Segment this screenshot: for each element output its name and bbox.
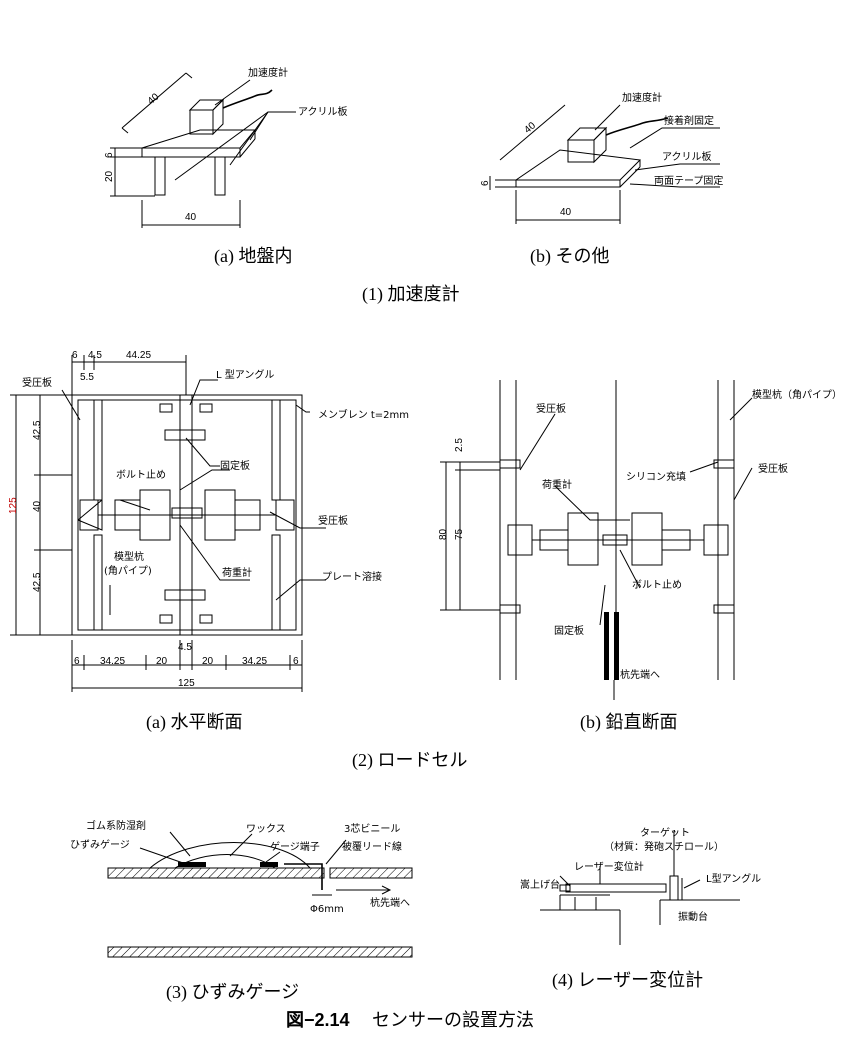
la-fixplate-label: 固定板 bbox=[220, 459, 250, 472]
strain-dia-label: Φ6mm bbox=[310, 904, 344, 915]
accel-b-sensor-label: 加速度計 bbox=[622, 91, 662, 104]
accel-b-glue-label: 接着剤固定 bbox=[664, 114, 714, 127]
la-weld-label: プレート溶接 bbox=[322, 570, 382, 583]
lb-dim-20a: 20 bbox=[156, 656, 168, 667]
la-plate2-label: 受圧板 bbox=[318, 514, 348, 527]
laser-drawing bbox=[540, 830, 740, 945]
accel-b-dim-bottom: 40 bbox=[560, 207, 572, 218]
strain-tip-label: 杭先端へ bbox=[370, 896, 410, 909]
accel-a-caption: (a) 地盤内 bbox=[214, 246, 292, 267]
laser-material-label: （材質：発砲スチロール） bbox=[604, 840, 724, 853]
lb-dim-6a: 6 bbox=[74, 656, 80, 667]
accel-a-dim-20: 20 bbox=[104, 170, 115, 182]
lb-dim-34.25a: 34.25 bbox=[100, 656, 125, 667]
lbv-fixplate-label: 固定板 bbox=[554, 624, 584, 637]
loadcell-a-caption: (a) 水平断面 bbox=[146, 712, 242, 733]
lb-dim-20b: 20 bbox=[202, 656, 214, 667]
accel-a-sensor-label: 加速度計 bbox=[248, 66, 288, 79]
lb-dim-4.5: 4.5 bbox=[178, 642, 192, 653]
la-dim-44.25: 44.25 bbox=[126, 350, 151, 361]
strain-vinyl-label: 3芯ビニール bbox=[344, 822, 400, 835]
lb-dim-125: 125 bbox=[178, 678, 195, 689]
loadcell-section-caption: (2) ロードセル bbox=[352, 750, 468, 771]
accel-b-drawing bbox=[489, 104, 720, 224]
la-plate1-label: 受圧板 bbox=[22, 376, 52, 389]
lbv-silicon-label: シリコン充填 bbox=[626, 470, 686, 483]
accel-b-caption: (b) その他 bbox=[530, 246, 610, 267]
loadcell-a-drawing bbox=[10, 355, 326, 692]
lb-dim-6b: 6 bbox=[293, 656, 299, 667]
la-dim-40: 40 bbox=[32, 500, 43, 512]
lbv-plate1-label: 受圧板 bbox=[536, 402, 566, 415]
la-membrane-label: メンブレン t=2mm bbox=[318, 408, 409, 421]
loadcell-b-drawing bbox=[440, 380, 753, 700]
strain-lead-label: 被覆リード線 bbox=[342, 840, 402, 853]
loadcell-a-dims: 6 4.5 44.25 5.5 42.5 40 42.5 125 6 34.25… bbox=[8, 350, 299, 689]
lb-dim-34.25b: 34.25 bbox=[242, 656, 267, 667]
strain-wax-label: ワックス bbox=[246, 823, 286, 835]
lbv-plate2-label: 受圧板 bbox=[758, 462, 788, 475]
accel-b-dim-top: 40 bbox=[522, 120, 538, 136]
la-loadcell-label: 荷重計 bbox=[222, 566, 252, 579]
strain-drawing bbox=[107, 831, 413, 958]
laser-table-label: 振動台 bbox=[678, 910, 708, 923]
lbv-pile-label: 模型杭（角パイプ） bbox=[752, 388, 842, 401]
laser-stand-label: 嵩上げ台 bbox=[520, 878, 560, 891]
figure-title: センサーの設置方法 bbox=[372, 1010, 534, 1030]
lbv-dim-75: 75 bbox=[454, 528, 465, 540]
figure-number: 図−2.14 bbox=[286, 1010, 350, 1030]
accel-b-plate-label: アクリル板 bbox=[662, 150, 712, 163]
laser-laser-label: レーザー変位計 bbox=[574, 860, 644, 873]
la-dim-42.5a: 42.5 bbox=[32, 420, 43, 440]
la-dim-42.5b: 42.5 bbox=[32, 572, 43, 592]
la-pile-label: 模型杭 bbox=[114, 550, 144, 563]
accel-a-drawing bbox=[110, 72, 296, 228]
la-dim-4.5: 4.5 bbox=[88, 350, 102, 361]
loadcell-b-caption: (b) 鉛直断面 bbox=[580, 712, 678, 733]
laser-caption: (4) レーザー変位計 bbox=[552, 970, 703, 991]
la-pile2-label: (角パイプ) bbox=[104, 565, 152, 577]
accel-a-dim-bottom: 40 bbox=[185, 212, 197, 223]
accel-a-dim-top: 40 bbox=[146, 91, 162, 107]
la-angle-label: L 型アングル bbox=[216, 368, 274, 381]
strain-terminal-label: ゲージ端子 bbox=[270, 840, 320, 853]
accel-a-dim-6: 6 bbox=[104, 152, 115, 158]
lbv-tip-label: 杭先端へ bbox=[620, 668, 660, 681]
laser-target-label: ターゲット bbox=[640, 827, 690, 839]
lbv-bolt-label: ボルト止め bbox=[632, 579, 682, 591]
accel-b-dim-6: 6 bbox=[480, 180, 491, 186]
lbv-loadcell-label: 荷重計 bbox=[542, 478, 572, 491]
accel-section-caption: (1) 加速度計 bbox=[362, 284, 460, 305]
strain-rubber-label: ゴム系防湿剤 bbox=[86, 819, 146, 832]
la-dim-5.5: 5.5 bbox=[80, 372, 94, 383]
lbv-dim-2.5: 2.5 bbox=[454, 438, 465, 452]
strain-caption: (3) ひずみゲージ bbox=[166, 982, 299, 1003]
laser-angle-label: L型アングル bbox=[706, 872, 761, 885]
la-dim-6: 6 bbox=[72, 350, 78, 361]
lbv-dim-80: 80 bbox=[438, 528, 449, 540]
la-dim-125-left: 125 bbox=[8, 497, 19, 514]
accel-a-plate-label: アクリル板 bbox=[298, 105, 348, 118]
accel-b-tape-label: 両面テープ固定 bbox=[654, 174, 723, 187]
la-bolt-label: ボルト止め bbox=[116, 469, 166, 481]
strain-gauge-label: ひずみゲージ bbox=[70, 839, 130, 851]
